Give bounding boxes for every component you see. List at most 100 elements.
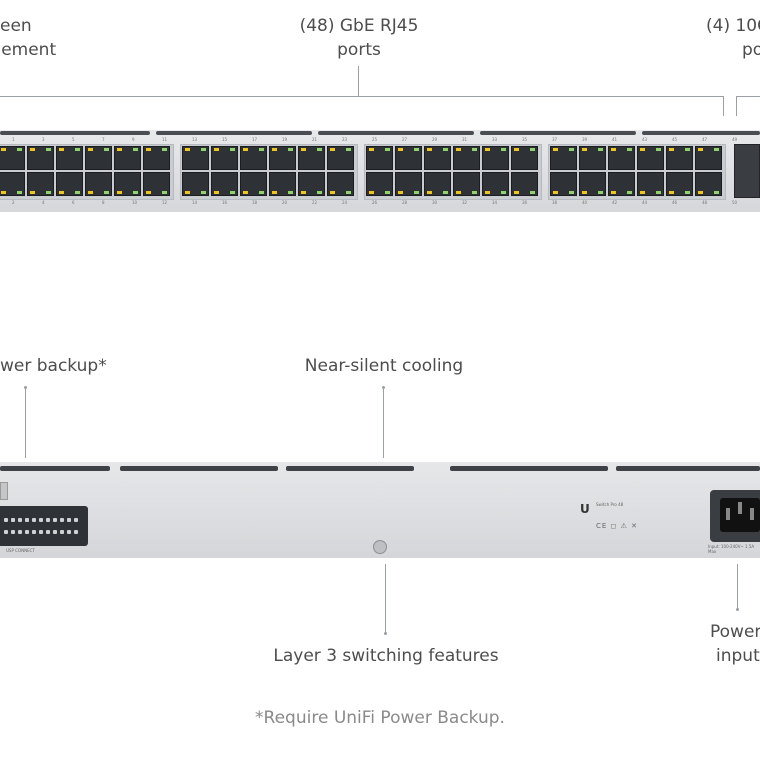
rj45-port <box>269 146 296 170</box>
usp-pin <box>32 530 36 534</box>
front-vent <box>156 131 312 135</box>
port-led-amber <box>30 148 35 151</box>
rj45-port <box>608 172 635 196</box>
ubiquiti-logo: U <box>580 502 590 516</box>
usp-pin <box>18 518 22 522</box>
rj45-callout-bracket <box>0 96 724 97</box>
port-led-amber <box>398 148 403 151</box>
port-led-green <box>530 148 535 151</box>
port-number-label: 40 <box>582 200 588 205</box>
rj45-port <box>0 172 25 196</box>
port-led-green <box>104 148 109 151</box>
port-led-amber <box>485 148 490 151</box>
rj45-port <box>327 172 354 196</box>
rj45-port <box>579 146 606 170</box>
port-number-label: 2 <box>12 200 15 205</box>
rj45-port <box>395 146 422 170</box>
port-led-green <box>656 191 661 194</box>
rj45-port <box>424 172 451 196</box>
port-led-amber <box>117 148 122 151</box>
usp-pin <box>53 530 57 534</box>
usp-pin <box>18 530 22 534</box>
feature-label-rj45-line2: ports <box>337 40 381 60</box>
rj45-port <box>56 172 83 196</box>
port-led-green <box>317 148 322 151</box>
usp-pin <box>46 530 50 534</box>
rj45-port <box>366 172 393 196</box>
rear-vent <box>616 466 760 471</box>
port-led-amber <box>669 148 674 151</box>
feature-label-cooling: Near-silent cooling <box>304 356 464 376</box>
port-led-amber <box>272 148 277 151</box>
sfp-plus-port-cage <box>734 144 760 198</box>
port-number-label: 32 <box>462 200 468 205</box>
port-led-green <box>133 148 138 151</box>
rj45-port <box>27 146 54 170</box>
usp-connector <box>0 506 88 546</box>
rear-vent <box>286 466 414 471</box>
rj45-port <box>550 146 577 170</box>
rj45-port <box>482 146 509 170</box>
rear-small-tab <box>0 482 8 500</box>
port-led-green <box>104 191 109 194</box>
port-number-label: 26 <box>372 200 378 205</box>
port-led-amber <box>301 191 306 194</box>
port-led-amber <box>146 191 151 194</box>
port-led-amber <box>243 191 248 194</box>
usp-pin <box>11 530 15 534</box>
rj45-port <box>453 146 480 170</box>
port-led-green <box>385 191 390 194</box>
port-led-amber <box>88 191 93 194</box>
layer3-callout-dot <box>384 632 387 635</box>
port-number-label: 50 <box>732 200 738 205</box>
port-number-label: 37 <box>552 137 558 142</box>
usp-pin <box>74 518 78 522</box>
feature-label-management-line1: een <box>0 16 32 36</box>
port-number-label: 18 <box>252 200 258 205</box>
rj45-port <box>666 146 693 170</box>
port-led-green <box>598 191 603 194</box>
port-led-amber <box>427 191 432 194</box>
rj45-port <box>211 172 238 196</box>
port-led-green <box>346 148 351 151</box>
port-led-amber <box>214 191 219 194</box>
port-number-label: 44 <box>642 200 648 205</box>
port-led-green <box>75 148 80 151</box>
port-number-label: 27 <box>402 137 408 142</box>
rj45-port <box>511 172 538 196</box>
rj45-port <box>579 172 606 196</box>
rear-vent <box>0 466 110 471</box>
port-led-green <box>530 191 535 194</box>
feature-label-10g-line2: po <box>742 40 760 60</box>
port-number-label: 10 <box>132 200 138 205</box>
port-led-amber <box>243 148 248 151</box>
port-number-label: 34 <box>492 200 498 205</box>
port-led-green <box>162 148 167 151</box>
rj45-port <box>424 146 451 170</box>
rear-vent <box>450 466 608 471</box>
usp-pin <box>4 518 8 522</box>
rj45-port <box>637 146 664 170</box>
rj45-port <box>0 146 25 170</box>
port-led-amber <box>553 148 558 151</box>
port-number-label: 11 <box>162 137 168 142</box>
feature-label-10g-ports: (4) 10G po <box>706 14 760 62</box>
port-led-amber <box>330 148 335 151</box>
rj45-port <box>395 172 422 196</box>
port-led-amber <box>640 148 645 151</box>
port-led-green <box>259 191 264 194</box>
port-led-green <box>501 191 506 194</box>
port-number-label: 17 <box>252 137 258 142</box>
port-number-label: 33 <box>492 137 498 142</box>
port-led-amber <box>214 148 219 151</box>
power-backup-callout-line <box>25 389 26 458</box>
port-led-green <box>288 148 293 151</box>
port-led-amber <box>640 191 645 194</box>
port-number-label: 46 <box>672 200 678 205</box>
usp-pin <box>39 518 43 522</box>
port-number-label: 38 <box>552 200 558 205</box>
feature-label-layer3: Layer 3 switching features <box>273 646 499 666</box>
port-number-label: 42 <box>612 200 618 205</box>
usp-pin <box>60 530 64 534</box>
